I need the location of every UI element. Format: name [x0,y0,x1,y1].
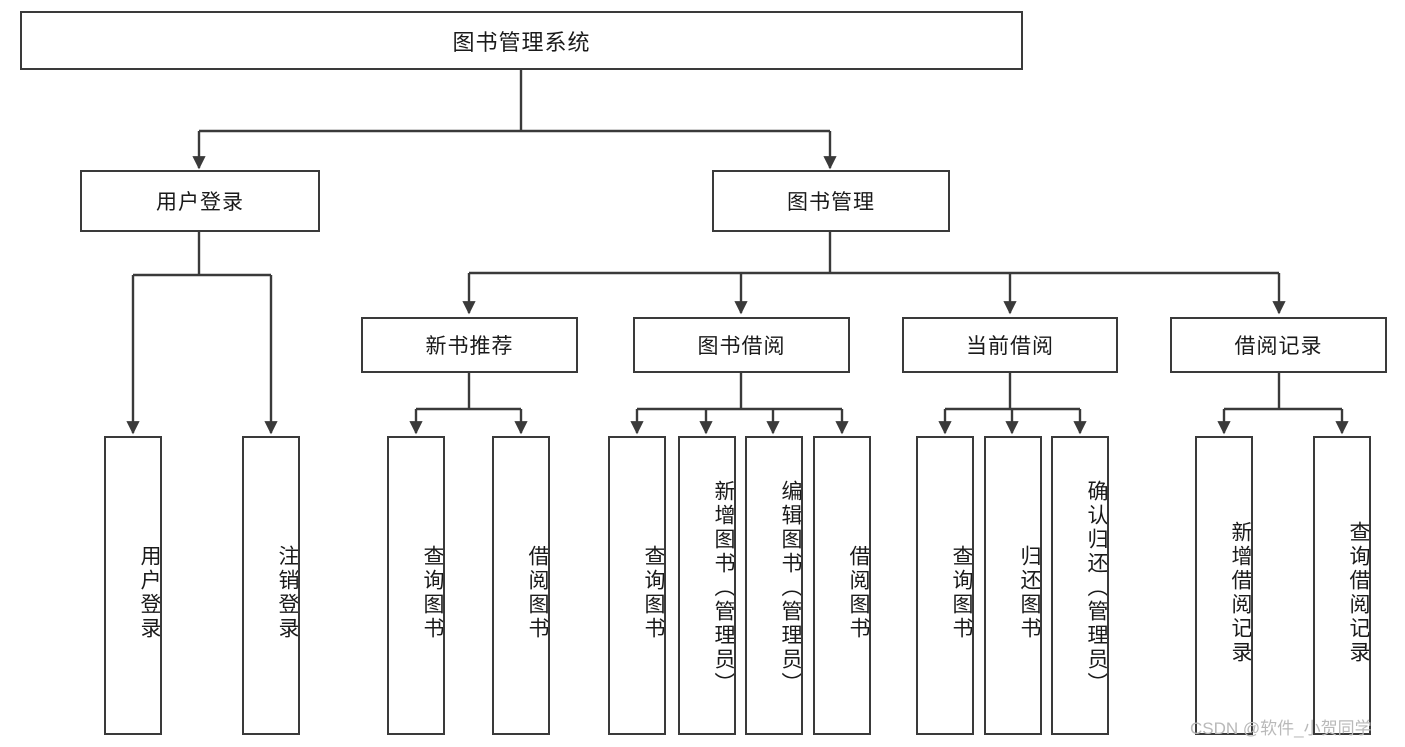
node-leaf-borrow-book-2[interactable]: 借阅图书 [813,436,871,735]
node-leaf-user-login[interactable]: 用户登录 [104,436,162,735]
node-leaf-edit-book[interactable]: 编辑图书（管理员） [745,436,803,735]
node-leaf-query-record[interactable]: 查询借阅记录 [1313,436,1371,735]
node-book-borrow[interactable]: 图书借阅 [633,317,850,373]
node-leaf-query-book-2[interactable]: 查询图书 [608,436,666,735]
node-leaf-confirm-return[interactable]: 确认归还（管理员） [1051,436,1109,735]
node-leaf-borrow-book-1[interactable]: 借阅图书 [492,436,550,735]
node-new-book-recommend[interactable]: 新书推荐 [361,317,578,373]
csdn-watermark: CSDN @软件_小贺同学 [1190,719,1372,738]
node-borrow-record[interactable]: 借阅记录 [1170,317,1387,373]
node-leaf-add-record[interactable]: 新增借阅记录 [1195,436,1253,735]
node-leaf-query-book-3[interactable]: 查询图书 [916,436,974,735]
node-root[interactable]: 图书管理系统 [20,11,1023,70]
node-current-borrow[interactable]: 当前借阅 [902,317,1118,373]
node-leaf-query-book-1[interactable]: 查询图书 [387,436,445,735]
node-leaf-logout-login[interactable]: 注销登录 [242,436,300,735]
node-user-login[interactable]: 用户登录 [80,170,320,232]
node-leaf-add-book[interactable]: 新增图书（管理员） [678,436,736,735]
node-book-manage[interactable]: 图书管理 [712,170,950,232]
node-leaf-return-book[interactable]: 归还图书 [984,436,1042,735]
